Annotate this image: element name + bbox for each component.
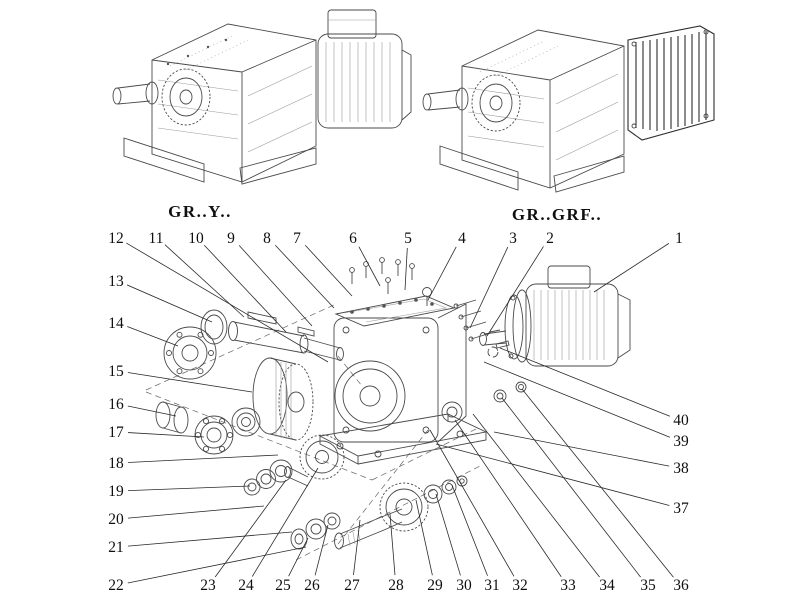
output-shaft-drawing (228, 311, 344, 361)
callout-leader-line-19 (127, 485, 251, 492)
callout-leader-line-2 (486, 246, 544, 337)
callout-leader-line-7 (304, 244, 353, 297)
callout-leader-line-14 (127, 326, 179, 347)
part-number-9: 9 (227, 230, 235, 247)
callout-leader-line-38 (493, 431, 670, 467)
callout-leader-line-28 (389, 513, 396, 576)
part-number-31: 31 (484, 577, 500, 594)
intermediate-gear-drawing (243, 434, 345, 496)
callout-leader-line-29 (415, 499, 433, 576)
part-number-12: 12 (108, 230, 124, 247)
part-number-8: 8 (263, 230, 271, 247)
motor-drawing (479, 265, 631, 367)
callout-leader-line-4 (427, 246, 457, 301)
callout-leader-line-12 (126, 242, 329, 363)
callout-leader-line-35 (501, 397, 641, 578)
callout-leader-line-34 (472, 413, 600, 578)
callout-leader-line-32 (429, 429, 515, 577)
part-number-11: 11 (149, 230, 164, 247)
callout-leader-line-26 (314, 524, 329, 576)
part-number-19: 19 (108, 483, 124, 500)
callout-leader-line-6 (358, 246, 381, 287)
callout-leader-line-23 (214, 479, 287, 578)
callout-leader-line-5 (404, 247, 408, 291)
callout-leader-line-27 (353, 519, 361, 576)
part-number-20: 20 (108, 511, 124, 528)
assembly-gr-grf-drawing (422, 25, 715, 193)
assembly-gr-y-drawing (112, 9, 412, 185)
part-number-37: 37 (673, 500, 689, 517)
part-number-6: 6 (349, 230, 357, 247)
part-number-27: 27 (344, 577, 360, 594)
callout-leader-line-21 (127, 531, 293, 547)
flange-fasteners-drawing (453, 299, 510, 358)
part-number-22: 22 (108, 577, 124, 594)
callout-leader-line-10 (204, 244, 287, 333)
callout-leader-line-40 (499, 347, 670, 417)
part-number-25: 25 (275, 577, 291, 594)
part-number-38: 38 (673, 460, 689, 477)
callout-leader-line-17 (127, 432, 205, 438)
part-number-16: 16 (108, 396, 124, 413)
part-number-10: 10 (188, 230, 204, 247)
callout-leader-line-16 (127, 405, 177, 417)
callout-leader-line-20 (127, 505, 265, 519)
part-number-33: 33 (560, 577, 576, 594)
part-number-2: 2 (546, 230, 554, 247)
part-number-15: 15 (108, 363, 124, 380)
part-number-40: 40 (673, 412, 689, 429)
model-label-gr-grf: GR..GRF.. (511, 205, 603, 224)
part-number-13: 13 (108, 273, 124, 290)
part-number-3: 3 (509, 230, 517, 247)
callout-leader-line-31 (451, 484, 488, 576)
part-number-39: 39 (673, 433, 689, 450)
callout-leader-line-9 (238, 245, 313, 327)
part-number-1: 1 (675, 230, 683, 247)
cover-bolts-drawing (349, 257, 432, 306)
part-number-4: 4 (458, 230, 466, 247)
part-number-26: 26 (304, 577, 320, 594)
model-label-gr-y: GR..Y.. (168, 202, 232, 221)
callout-leader-line-33 (454, 419, 562, 577)
part-number-29: 29 (427, 577, 443, 594)
exploded-view-drawing (145, 257, 631, 561)
part-number-36: 36 (673, 577, 689, 594)
callout-leader-line-13 (126, 284, 213, 323)
gear-housing-drawing (318, 295, 527, 465)
callout-leader-line-39 (483, 361, 671, 438)
large-gear-drawing (252, 357, 314, 441)
part-number-7: 7 (293, 230, 301, 247)
callout-leader-line-22 (127, 546, 307, 584)
seal-and-flange-drawing (163, 309, 228, 380)
part-number-35: 35 (640, 577, 656, 594)
part-number-32: 32 (512, 577, 528, 594)
callout-leader-line-36 (521, 388, 674, 578)
callout-leader-line-30 (435, 493, 461, 576)
part-number-34: 34 (599, 577, 615, 594)
callout-leader-line-11 (164, 244, 245, 318)
part-number-28: 28 (388, 577, 404, 594)
callout-leader-line-25 (288, 537, 309, 577)
part-number-14: 14 (108, 315, 124, 332)
callout-leader-line-18 (127, 454, 279, 463)
part-number-24: 24 (238, 577, 254, 594)
pinion-shaft-drawing (290, 475, 468, 550)
part-number-21: 21 (108, 539, 124, 556)
callout-leader-line-15 (127, 372, 253, 393)
callout-leader-line-3 (469, 246, 509, 329)
callout-leader-line-1 (593, 243, 670, 293)
part-number-30: 30 (456, 577, 472, 594)
callout-leader-line-24 (251, 467, 319, 577)
part-number-5: 5 (404, 230, 412, 247)
callout-leader-line-37 (435, 443, 670, 506)
part-number-17: 17 (108, 424, 124, 441)
part-number-18: 18 (108, 455, 124, 472)
callout-leader-line-8 (275, 244, 335, 309)
part-number-23: 23 (200, 577, 216, 594)
